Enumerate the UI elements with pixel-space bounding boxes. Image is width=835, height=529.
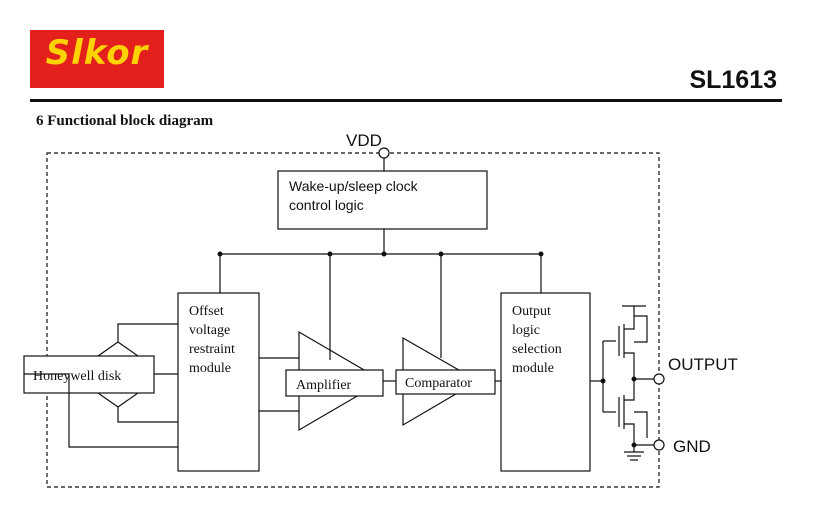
output-logic-label: Output logic selection module	[512, 304, 562, 376]
svg-text:Output: Output	[512, 304, 551, 319]
gnd-pin	[653, 439, 665, 451]
output-label: OUTPUT	[668, 355, 738, 374]
amplifier-block	[285, 369, 384, 397]
comparator-label: Comparator	[405, 376, 472, 391]
offset-module-label: Offset voltage restraint module	[189, 304, 235, 376]
svg-text:selection: selection	[512, 342, 562, 357]
gnd-label: GND	[673, 437, 711, 456]
svg-text:voltage: voltage	[189, 323, 230, 338]
bus-junctions	[217, 251, 544, 257]
wake-up-block	[277, 170, 488, 230]
svg-text:restraint: restraint	[189, 342, 235, 357]
part-number: SL1613	[689, 66, 777, 94]
comparator-block	[395, 369, 496, 395]
section-title: 6 Functional block diagram	[36, 113, 214, 129]
output-logic-block	[500, 292, 591, 472]
amplifier-label: Amplifier	[296, 378, 352, 393]
svg-text:module: module	[512, 361, 554, 376]
svg-text:Offset: Offset	[189, 304, 224, 319]
output-pin	[653, 373, 665, 385]
vdd-label: VDD	[346, 131, 382, 150]
slkor-logo: Slkor	[30, 30, 164, 88]
svg-text:logic: logic	[512, 323, 540, 338]
honeywell-disk-label: Honeywell disk	[33, 369, 121, 384]
offset-module-block	[177, 292, 260, 472]
chip-boundary	[46, 152, 660, 488]
svg-text:module: module	[189, 361, 231, 376]
header-rule	[30, 99, 782, 102]
output-transistors	[590, 305, 654, 461]
logo-text: Slkor	[45, 33, 149, 73]
wake-up-label-1: Wake-up/sleep clock	[289, 178, 419, 194]
wake-up-label-2: control logic	[289, 197, 364, 213]
